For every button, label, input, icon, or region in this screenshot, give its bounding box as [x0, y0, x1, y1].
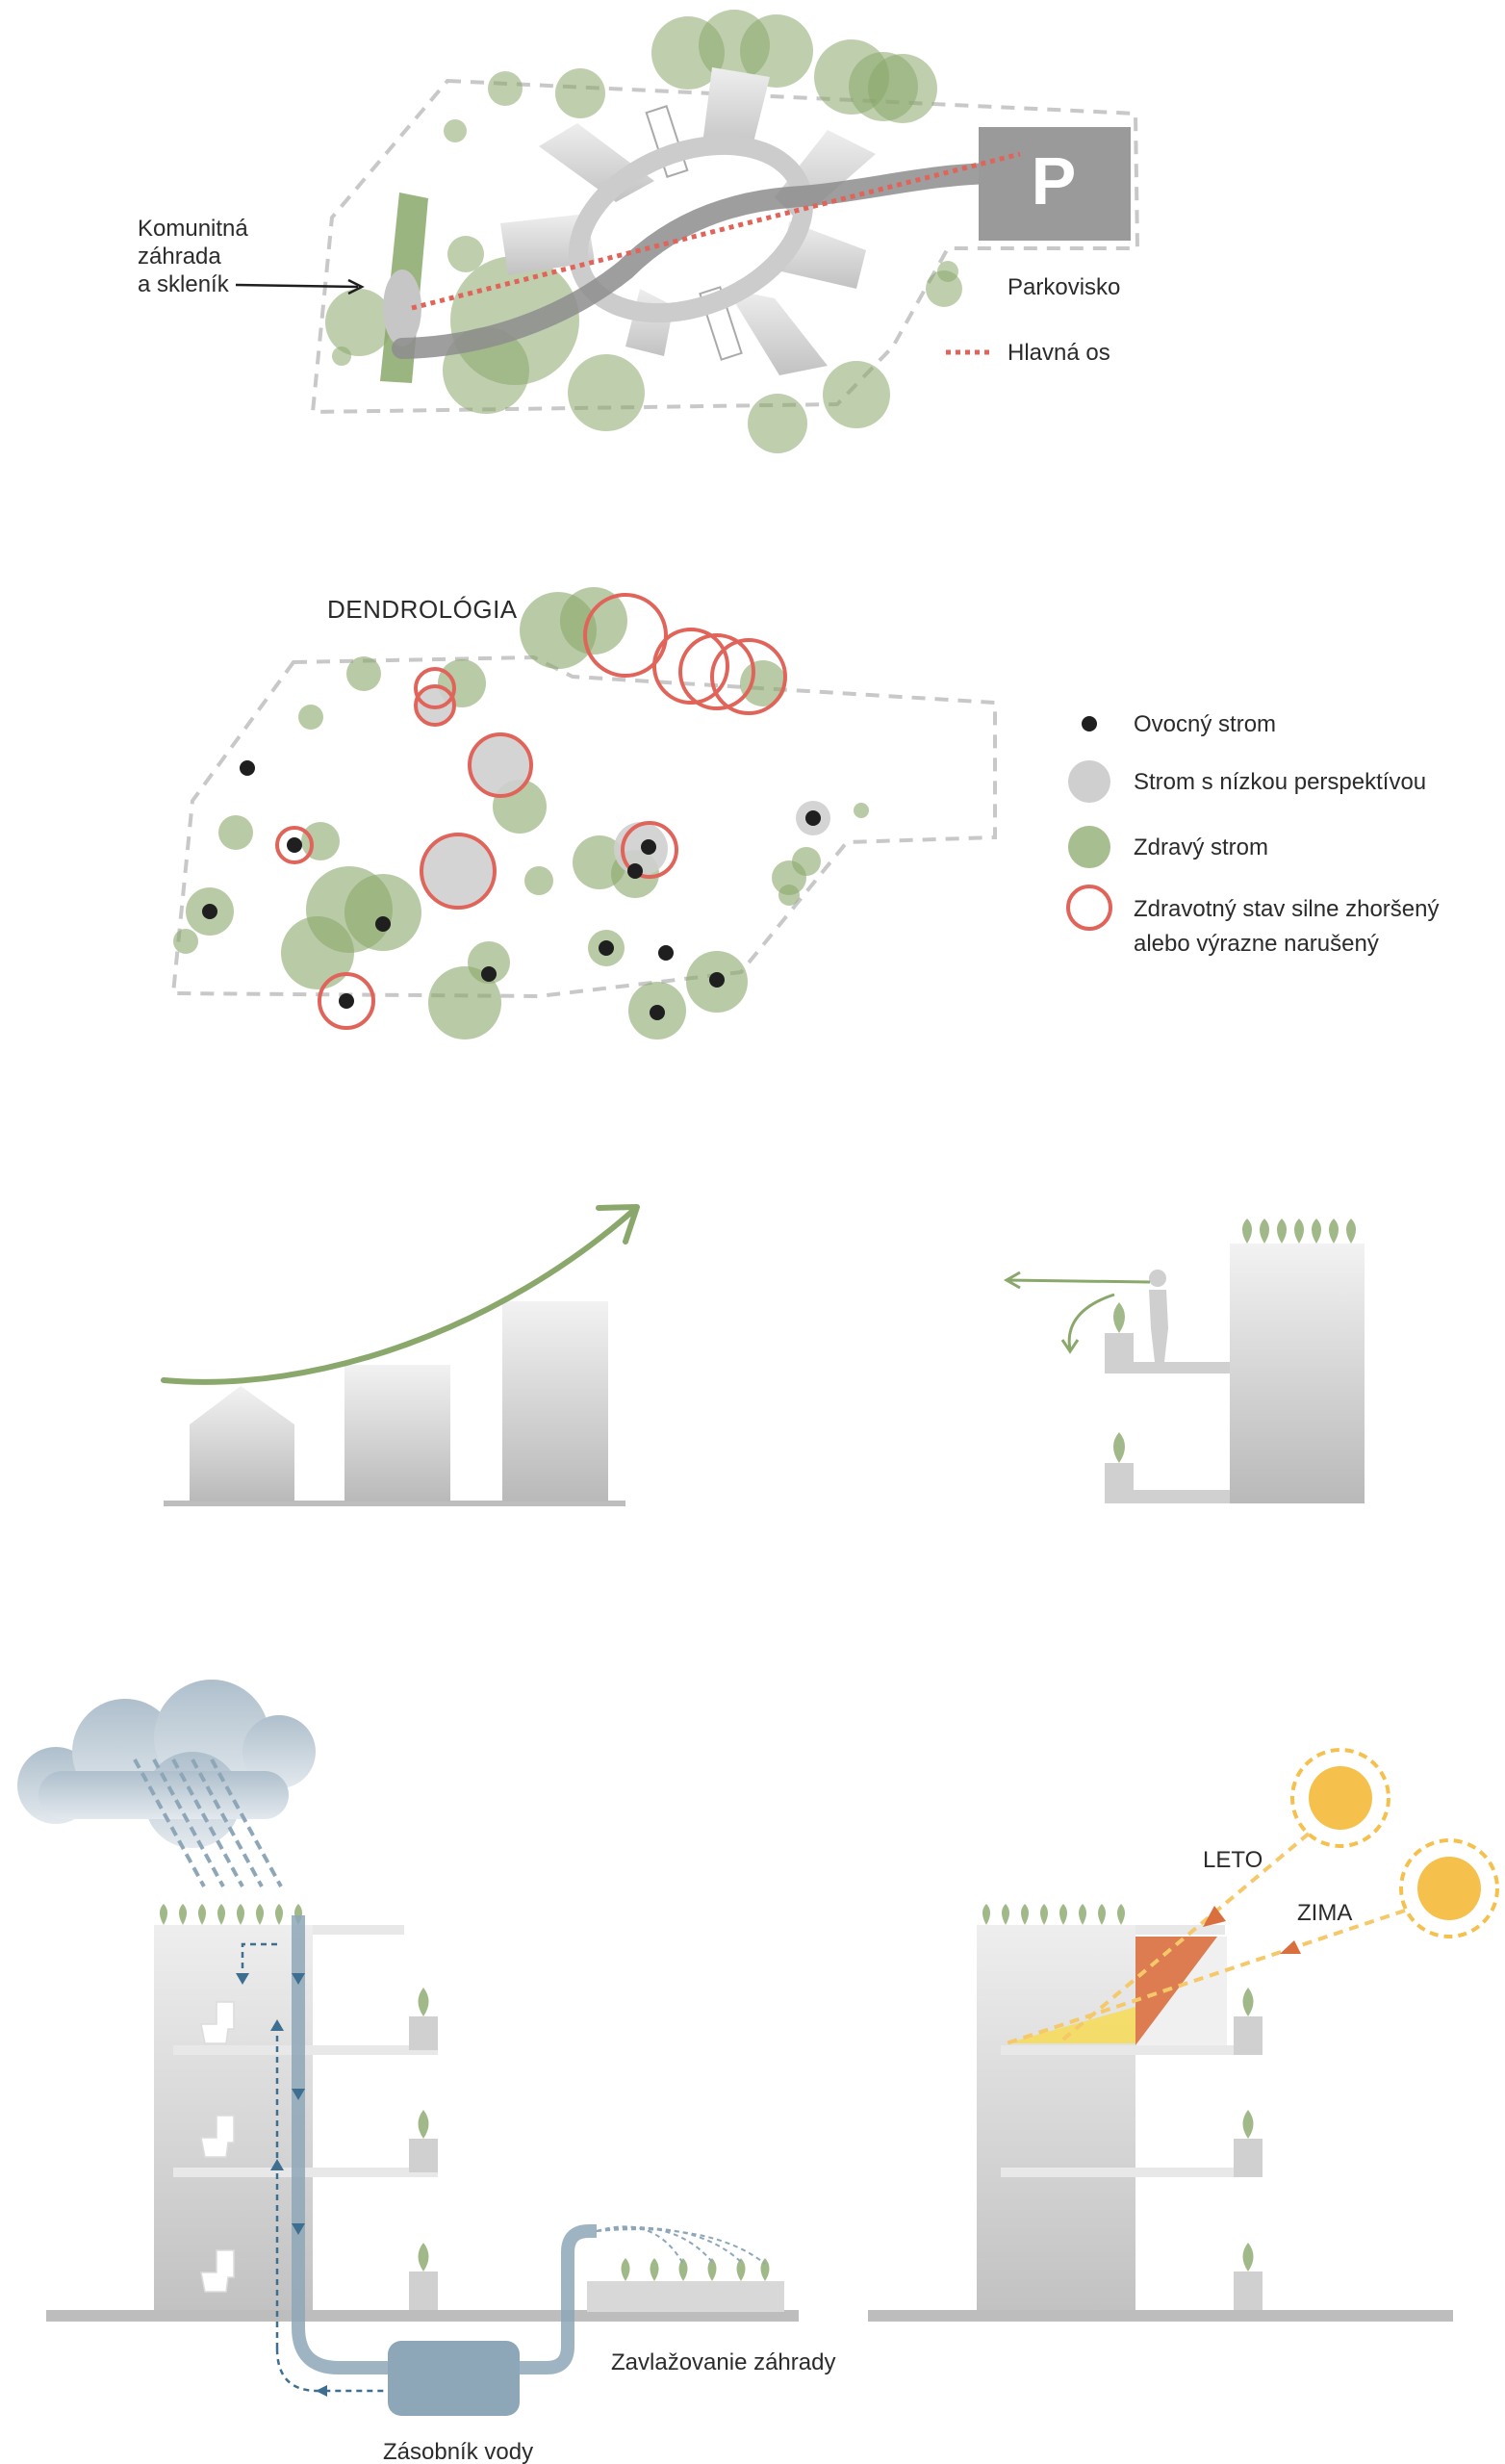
growth-diagram — [161, 1204, 640, 1506]
legend-low-perspective-symbol — [1068, 760, 1110, 803]
site-plan: P Komunitná záhrada a skleník Parkovisko… — [138, 10, 1140, 453]
recycled-water-toilet-top — [241, 1942, 277, 1978]
main-axis-label: Hlavná os — [1008, 340, 1110, 366]
growth-house — [190, 1386, 294, 1502]
central-ring — [568, 135, 814, 323]
legend-fruit-label: Ovocný strom — [1134, 711, 1276, 737]
garden-bed-plants — [621, 2258, 770, 2281]
sprinkler-spray — [596, 2225, 766, 2265]
legend-item-fruit: Ovocný strom — [1082, 711, 1276, 737]
rain-cloud — [17, 1680, 316, 1848]
site-boundary — [310, 78, 1140, 415]
terrace-roof-plants — [1242, 1219, 1356, 1244]
parking-lot — [979, 127, 1131, 241]
garden-bed — [587, 2281, 784, 2312]
sun-upper-slab-extension — [1135, 1925, 1225, 1935]
irrigation-label: Zavlažovanie záhrady — [611, 2349, 835, 2375]
legend-healthy-symbol — [1068, 826, 1110, 868]
summer-ray — [1057, 1832, 1311, 2045]
winter-ray-arrowhead — [1280, 1940, 1301, 1954]
terrace-planter-plants — [1113, 1302, 1125, 1463]
site-trees — [325, 10, 962, 453]
dendrology-low-perspective-trees — [416, 686, 830, 908]
dendrology-fruit-trees — [202, 760, 821, 1020]
up-arrows — [236, 1973, 327, 2397]
water-diagram: Zavlažovanie záhrady Zásobník vody — [17, 1680, 835, 2464]
growth-arrow — [161, 1206, 638, 1385]
terrace-tower — [1230, 1244, 1365, 1503]
main-axis — [411, 151, 1021, 311]
summer-sun — [1290, 1748, 1390, 1848]
legend-fruit-symbol — [1082, 716, 1097, 732]
growth-mid-building — [344, 1365, 450, 1502]
stair-2 — [699, 286, 743, 361]
parking-label: Parkovisko — [1008, 274, 1120, 300]
view-arrowhead — [1003, 1270, 1021, 1290]
dendrology-healthy-trees — [173, 587, 869, 1040]
winter-ray — [1006, 1909, 1406, 2045]
tank-label: Zásobník vody — [383, 2439, 533, 2464]
growth-tall-building — [502, 1301, 608, 1502]
legend-impaired-label: Zdravotný stav silne zhoršený alebo výra… — [1134, 896, 1445, 957]
sun-planter-plants — [1242, 1988, 1254, 2272]
building-wings — [500, 67, 876, 375]
sun-building-body — [977, 1925, 1135, 2310]
toilet-icons — [200, 2001, 235, 2293]
legend-healthy-label: Zdravý strom — [1134, 834, 1268, 860]
parking-symbol: P — [1032, 143, 1077, 218]
terrace-view-diagram — [1003, 1219, 1365, 1503]
summer-ray-arrowhead — [1203, 1906, 1226, 1927]
winter-label: ZIMA — [1297, 1900, 1352, 1926]
terrace-lower-floor — [1105, 1490, 1230, 1503]
legend-item-healthy: Zdravý strom — [1068, 826, 1268, 868]
main-path — [392, 163, 1011, 359]
dendrology-plan: DENDROLÓGIA — [170, 587, 1445, 1040]
stair-1 — [645, 105, 689, 178]
garden-pointer-arrow — [235, 283, 359, 289]
greenhouse — [383, 270, 421, 346]
winter-sun — [1399, 1838, 1499, 1938]
down-arrows — [292, 1973, 305, 2235]
sun-planters — [1234, 2016, 1263, 2310]
terrace-lower-planter — [1105, 1463, 1134, 1492]
legend-item-low-perspective: Strom s nízkou perspektívou — [1068, 760, 1426, 803]
view-down-arrow — [1067, 1293, 1115, 1350]
water-planters — [409, 2016, 438, 2310]
irrigation-pipe — [518, 2224, 597, 2374]
dendrology-title: DENDROLÓGIA — [327, 595, 518, 624]
water-building-roof-plants — [160, 1904, 302, 1925]
dendrology-legend: Ovocný strom Strom s nízkou perspektívou… — [1066, 711, 1445, 957]
dendrology-boundary — [170, 654, 997, 999]
growth-arrowhead — [596, 1204, 640, 1245]
main-water-pipe — [292, 1915, 395, 2374]
rain-lines — [133, 1758, 283, 1887]
sun-building-roof-plants — [982, 1904, 1125, 1925]
legend-impaired-symbol — [1066, 885, 1112, 931]
water-planter-plants — [418, 1988, 429, 2272]
terrace-upper-planter — [1105, 1333, 1134, 1364]
water-tank — [388, 2341, 520, 2416]
summer-label: LETO — [1203, 1847, 1263, 1873]
community-garden-label: Komunitná záhrada a skleník — [138, 216, 254, 297]
terrace-upper-floor — [1105, 1362, 1230, 1373]
person-silhouette — [1149, 1270, 1168, 1362]
water-slabs — [173, 1925, 438, 2177]
sun-diagram: LETO ZIMA — [868, 1748, 1499, 2322]
dendrology-impaired-trees — [275, 593, 787, 1030]
garden-pointer-arrowhead — [347, 278, 365, 295]
water-ground — [46, 2310, 799, 2322]
winter-sun-wedge — [1007, 2007, 1135, 2043]
sun-slabs — [1001, 2045, 1261, 2177]
legend-low-perspective-label: Strom s nízkou perspektívou — [1134, 769, 1426, 795]
sun-ground — [868, 2310, 1453, 2322]
legend-item-impaired: Zdravotný stav silne zhoršený alebo výra… — [1066, 885, 1445, 957]
view-arrow — [1006, 1278, 1151, 1284]
view-down-arrowhead — [1060, 1339, 1080, 1354]
